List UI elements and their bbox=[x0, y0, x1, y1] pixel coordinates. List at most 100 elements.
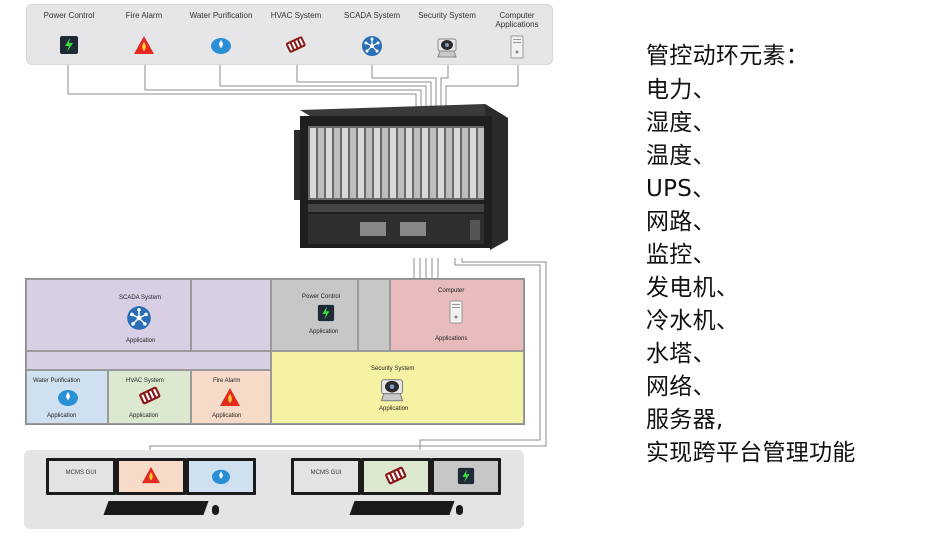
scada-cell[interactable]: SCADA System Application bbox=[26, 279, 191, 351]
hvac-icon bbox=[383, 465, 409, 492]
screen: MCMS GUI bbox=[294, 461, 358, 492]
computer-cell-title: Computer bbox=[438, 288, 465, 294]
chassis-card-slot bbox=[462, 128, 468, 198]
element-item: 水塔、 bbox=[646, 341, 716, 367]
element-item: UPS、 bbox=[646, 176, 716, 202]
monitor-fire-alarm[interactable] bbox=[116, 458, 186, 495]
mouse[interactable] bbox=[212, 505, 219, 515]
fire-alarm-icon bbox=[141, 466, 161, 489]
hvac-cell-title: HVAC System bbox=[126, 378, 164, 384]
mouse[interactable] bbox=[456, 505, 463, 515]
lavender-cell bbox=[191, 279, 271, 351]
mcms-gui-label: MCMS GUI bbox=[65, 470, 97, 476]
application-grid: SCADA System Application Power Control A… bbox=[25, 278, 525, 425]
screen bbox=[434, 461, 498, 492]
monitor-mcms-left[interactable]: MCMS GUI bbox=[46, 458, 116, 495]
keyboard[interactable] bbox=[349, 501, 455, 515]
hvac-cell-app: Application bbox=[129, 413, 159, 419]
chassis-card-slot bbox=[422, 128, 428, 198]
elements-list: 管控动环元素： 电力、 湿度、 温度、 UPS、 网路、 监控、 发电机、 冷水… bbox=[646, 40, 941, 470]
chassis-card-slot bbox=[470, 128, 476, 198]
computer-cell-app: Applications bbox=[435, 336, 468, 342]
fire-cell[interactable]: Fire Alarm Application bbox=[191, 370, 271, 424]
screen bbox=[119, 461, 183, 492]
hvac-icon bbox=[137, 385, 163, 412]
chassis-card-slot bbox=[334, 128, 340, 198]
device-scada[interactable]: SCADA System bbox=[335, 4, 409, 56]
device-label: HVAC System bbox=[270, 11, 322, 20]
console-panel: MCMS GUI MCMS GUI bbox=[24, 450, 524, 529]
chassis-card-slot bbox=[438, 128, 444, 198]
elements-heading: 管控动环元素： bbox=[646, 43, 810, 69]
fire-cell-app: Application bbox=[212, 413, 242, 419]
fire-alarm-icon bbox=[219, 387, 241, 412]
device-security[interactable]: Security System bbox=[410, 4, 484, 58]
scada-cell-app: Application bbox=[126, 338, 156, 344]
chassis-card-slot bbox=[406, 128, 412, 198]
chassis-card-slot bbox=[342, 128, 348, 198]
monitor-power[interactable] bbox=[431, 458, 501, 495]
power-bolt-icon bbox=[59, 35, 79, 60]
monitor-hvac[interactable] bbox=[361, 458, 431, 495]
hvac-cell[interactable]: HVAC System Application bbox=[108, 370, 191, 424]
element-item: 网络、 bbox=[646, 374, 716, 400]
element-item: 发电机、 bbox=[646, 275, 740, 301]
device-computer-applications[interactable]: Computer Applications bbox=[480, 4, 554, 59]
power-bolt-icon bbox=[317, 304, 335, 327]
chassis-card-slot bbox=[374, 128, 380, 198]
chassis-card-slot bbox=[398, 128, 404, 198]
water-cell[interactable]: Water Purification Application bbox=[26, 370, 108, 424]
water-drop-icon bbox=[210, 35, 232, 60]
device-water-purification[interactable]: Water Purification bbox=[184, 4, 258, 54]
lavender-strip bbox=[26, 351, 271, 370]
security-cell[interactable]: Security System Application bbox=[271, 351, 524, 424]
computer-cell[interactable]: Computer Applications bbox=[390, 279, 524, 351]
device-label: SCADA System bbox=[343, 11, 400, 20]
element-item: 湿度、 bbox=[646, 110, 716, 136]
security-cell-app: Application bbox=[379, 406, 409, 412]
device-label: Computer Applications bbox=[495, 11, 539, 29]
scada-network-icon bbox=[126, 305, 152, 336]
monitor-mcms-right[interactable]: MCMS GUI bbox=[291, 458, 361, 495]
chassis-card-slot bbox=[326, 128, 332, 198]
water-cell-title: Water Purification bbox=[33, 378, 81, 384]
power-bolt-icon bbox=[457, 467, 475, 490]
scada-cell-title: SCADA System bbox=[119, 295, 162, 301]
security-camera-icon bbox=[378, 375, 406, 408]
fire-alarm-icon bbox=[133, 35, 155, 60]
monitor-water[interactable] bbox=[186, 458, 256, 495]
device-hvac[interactable]: HVAC System bbox=[259, 4, 333, 53]
computer-tower-icon bbox=[448, 299, 464, 330]
device-strip: Power Control Fire Alarm Water Purificat… bbox=[26, 4, 553, 65]
water-drop-icon bbox=[56, 387, 80, 412]
chassis-card-slot bbox=[318, 128, 324, 198]
chassis-card-slot bbox=[430, 128, 436, 198]
device-label: Water Purification bbox=[189, 11, 253, 20]
element-item: 电力、 bbox=[646, 77, 716, 103]
chassis-card-slot bbox=[454, 128, 460, 198]
power-cell-title: Power Control bbox=[302, 294, 341, 300]
device-label: Fire Alarm bbox=[125, 11, 163, 20]
power-cell-app: Application bbox=[309, 329, 339, 335]
element-item: 网路、 bbox=[646, 209, 716, 235]
chassis-card-slot bbox=[358, 128, 364, 198]
water-drop-icon bbox=[210, 467, 232, 490]
element-item: 监控、 bbox=[646, 242, 716, 268]
chassis-card-slot bbox=[382, 128, 388, 198]
chassis-card-slot bbox=[350, 128, 356, 198]
power-cell[interactable]: Power Control Application bbox=[271, 279, 358, 351]
device-label: Power Control bbox=[43, 11, 95, 20]
screen bbox=[364, 461, 428, 492]
hvac-icon bbox=[284, 35, 308, 60]
screen bbox=[189, 461, 253, 492]
chassis-card-slot bbox=[390, 128, 396, 198]
mcms-gui-label: MCMS GUI bbox=[310, 470, 342, 476]
device-fire-alarm[interactable]: Fire Alarm bbox=[107, 4, 181, 54]
device-power-control[interactable]: Power Control bbox=[32, 4, 106, 54]
chassis-card-slot bbox=[446, 128, 452, 198]
element-item: 冷水机、 bbox=[646, 308, 740, 334]
element-item: 温度、 bbox=[646, 143, 716, 169]
keyboard[interactable] bbox=[103, 501, 209, 515]
security-cell-title: Security System bbox=[371, 366, 415, 372]
